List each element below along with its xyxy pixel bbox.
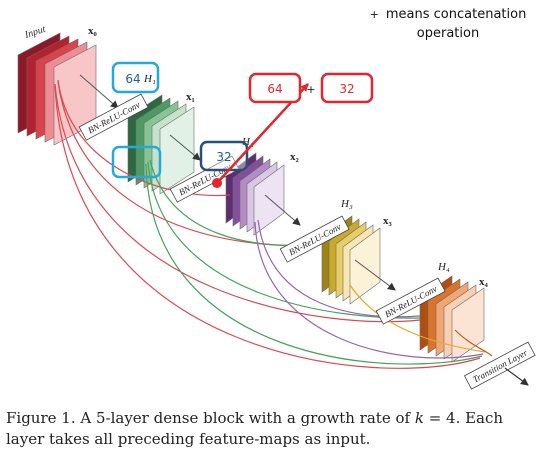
- caption-line-2: layer takes all preceding feature-maps a…: [6, 430, 371, 448]
- x4-label: x₄: [479, 276, 489, 288]
- feature-map-2-4: [253, 164, 285, 236]
- x2-label: x₂: [290, 151, 300, 163]
- flow-arrow-3: [354, 259, 396, 291]
- skip-curve-x0-transition: [54, 85, 481, 369]
- annot-box-cyan-lower: [111, 145, 162, 179]
- h1-label: H₁: [143, 73, 156, 85]
- annot-32-mid: 32: [216, 150, 231, 164]
- annot-box-32-navy: 32: [199, 140, 249, 172]
- caption-part-1: Figure 1. A 5-layer dense block with a g…: [6, 409, 415, 427]
- caption-line-1: Figure 1. A 5-layer dense block with a g…: [6, 408, 546, 429]
- flow-arrow-0: [79, 74, 119, 109]
- concat-legend: + means concatenation operation: [352, 5, 544, 43]
- x1-label: x₁: [186, 91, 195, 103]
- figure-caption: Figure 1. A 5-layer dense block with a g…: [6, 408, 546, 450]
- caption-k: k: [414, 409, 424, 427]
- input-label: Input: [23, 24, 48, 41]
- transition-arrow: [504, 367, 529, 386]
- feature-map-4-4: [451, 287, 485, 363]
- flow-arrow-2: [264, 194, 301, 226]
- annot-box-64-cyan: 64: [111, 61, 160, 94]
- annot-32-top: 32: [339, 82, 354, 96]
- x3-label: x₃: [383, 215, 393, 227]
- legend-line-1: + means concatenation: [352, 5, 544, 24]
- legend-plus: +: [369, 8, 379, 21]
- skip-curve-x3-transition: [349, 284, 486, 353]
- concat-dot: [212, 178, 222, 188]
- legend-text-1: means concatenation: [385, 7, 527, 22]
- annot-64-top: 64: [267, 82, 282, 96]
- skip-curve-x4-transition: [454, 329, 493, 357]
- h3-label: H₃: [340, 198, 353, 210]
- annot-box-64-red: 64: [248, 72, 302, 104]
- caption-part-2: = 4. Each: [423, 409, 504, 427]
- skip-curve-x2-transition: [254, 221, 484, 359]
- skip-curve-x1-transition: [145, 163, 483, 365]
- concat-plus: +: [306, 83, 315, 96]
- h4-label: H₄: [437, 261, 450, 273]
- annot-box-32-red: 32: [320, 72, 374, 104]
- annot-64-left: 64: [125, 72, 140, 86]
- skip-curve-x0-h4: [54, 83, 421, 323]
- flow-arrow-1: [169, 134, 201, 161]
- skip-curve-x0-h2: [57, 79, 231, 197]
- x0-label: x₀: [88, 25, 98, 37]
- legend-line-2: operation: [416, 26, 480, 41]
